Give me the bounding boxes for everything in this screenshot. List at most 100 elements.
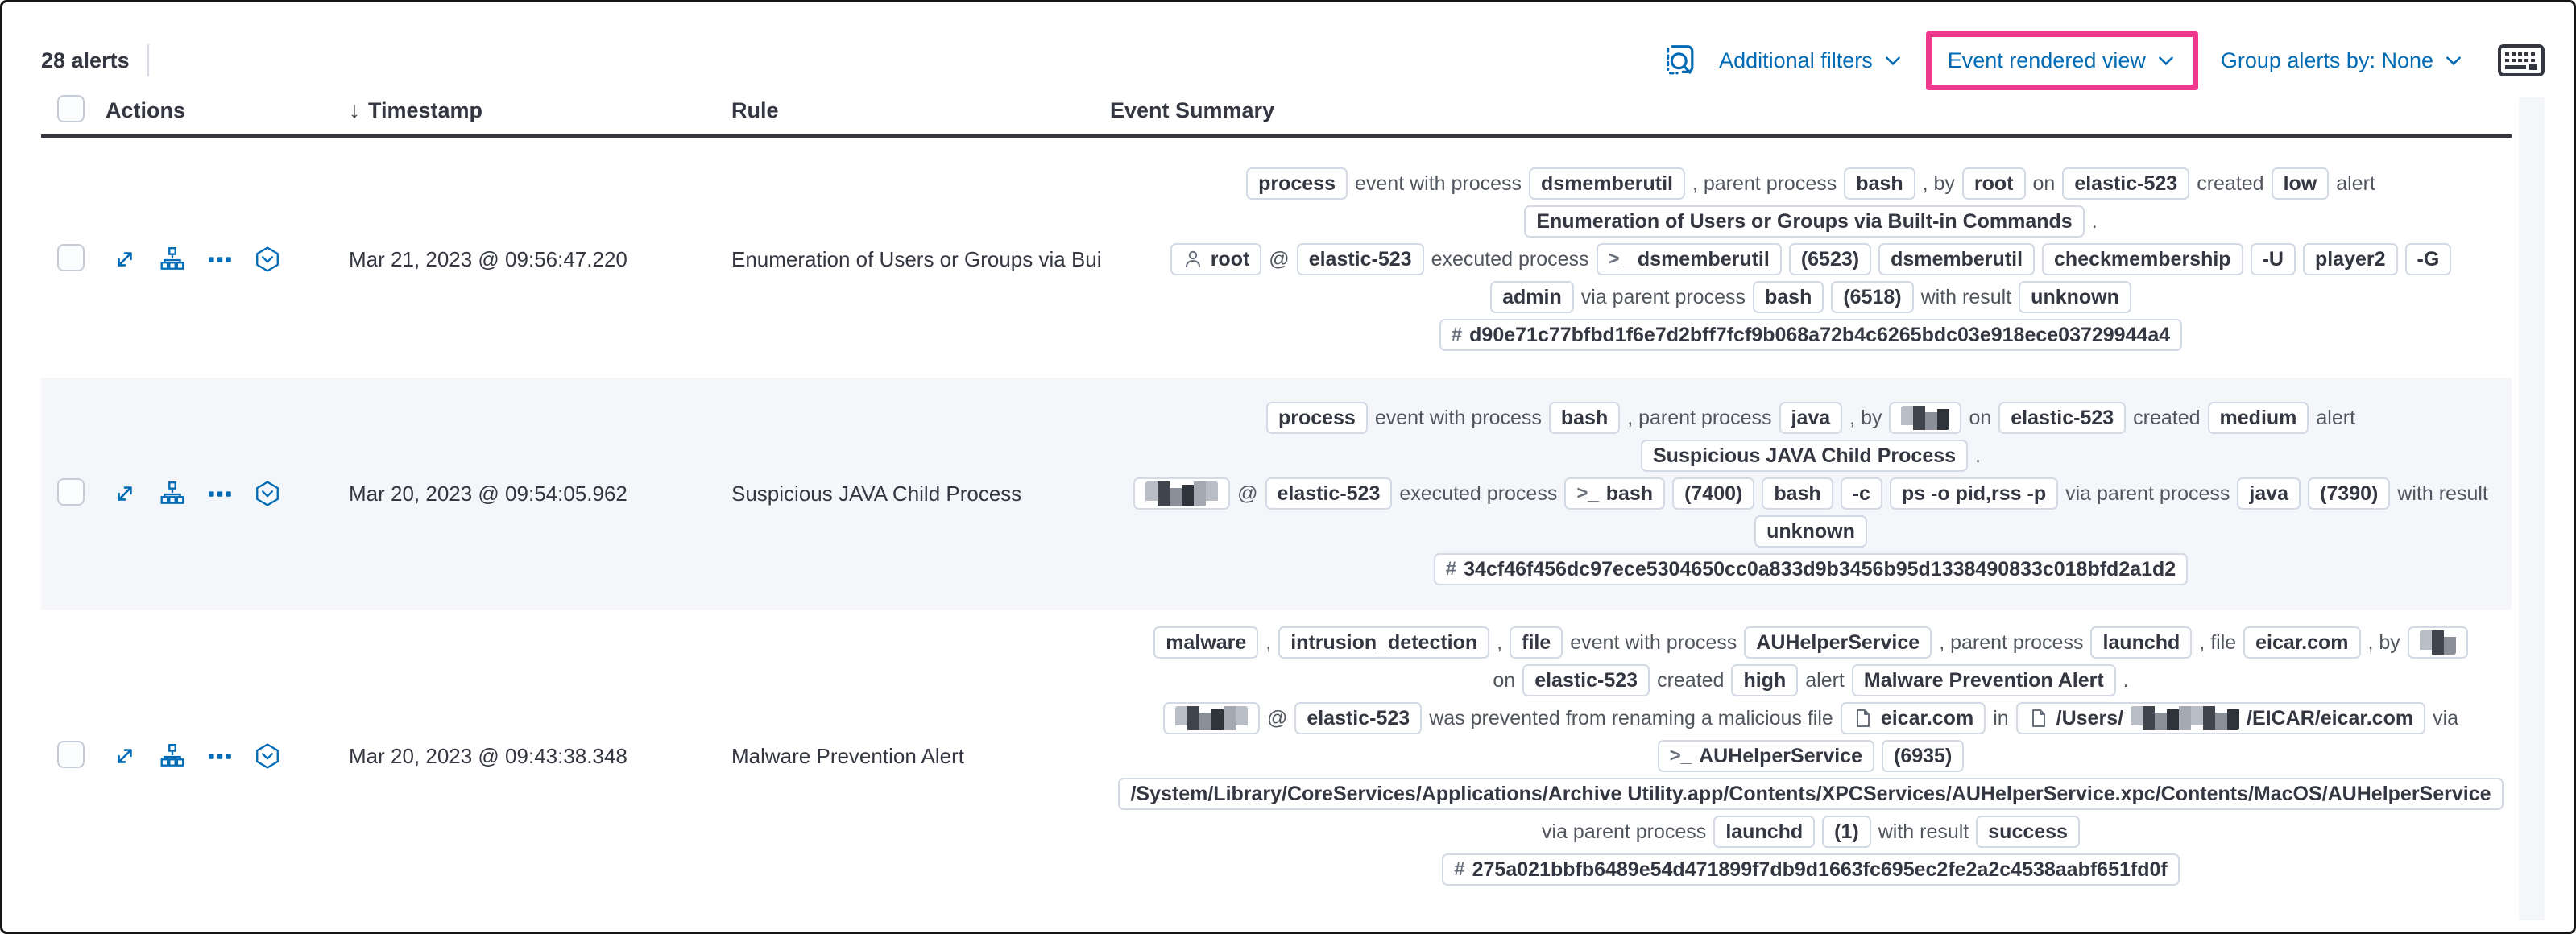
view-selector-button[interactable]: Event rendered view bbox=[1948, 48, 2176, 73]
summary-badge[interactable]: bash bbox=[1548, 402, 1621, 434]
row-checkbox[interactable] bbox=[57, 477, 85, 506]
summary-badge[interactable]: Suspicious JAVA Child Process bbox=[1641, 440, 1969, 472]
inspect-icon[interactable] bbox=[1661, 42, 1698, 79]
summary-badge[interactable]: root bbox=[1961, 167, 2026, 200]
summary-badge[interactable]: elastic-523 bbox=[1296, 243, 1424, 275]
table-header-row: Actions ↓Timestamp Rule Event Summary bbox=[41, 86, 2512, 138]
summary-badge[interactable]: >_AUHelperService bbox=[1657, 740, 1874, 772]
summary-badge[interactable]: #275a021bbfb6489e54d471899f7db9d1663fc69… bbox=[1442, 853, 2180, 886]
summary-text: , parent process bbox=[1939, 630, 2084, 654]
summary-badge[interactable]: (6935) bbox=[1882, 740, 1965, 772]
more-actions-icon[interactable] bbox=[205, 245, 234, 274]
summary-text: on bbox=[1493, 668, 1516, 692]
summary-badge[interactable] bbox=[1889, 402, 1962, 434]
analyze-event-icon[interactable] bbox=[158, 742, 187, 771]
expand-alert-icon[interactable] bbox=[110, 742, 139, 771]
rule-cell[interactable]: Enumeration of Users or Groups via Bui bbox=[731, 246, 1102, 271]
alerts-toolbar: 28 alerts Additional filters Event rend bbox=[41, 30, 2545, 91]
summary-badge[interactable]: root bbox=[1170, 243, 1262, 275]
summary-badge[interactable]: elastic-523 bbox=[1522, 664, 1650, 696]
column-header-timestamp[interactable]: ↓Timestamp bbox=[349, 97, 483, 122]
summary-badge[interactable]: bash bbox=[1753, 281, 1824, 313]
summary-text: with result bbox=[1920, 285, 2012, 308]
summary-badge[interactable]: AUHelperService bbox=[1744, 626, 1932, 659]
summary-badge[interactable]: elastic-523 bbox=[1294, 702, 1423, 734]
hash-icon: # bbox=[1445, 558, 1457, 580]
summary-badge[interactable]: >_bash bbox=[1564, 477, 1666, 510]
summary-badge[interactable] bbox=[2407, 626, 2468, 659]
summary-badge[interactable]: launchd bbox=[1713, 816, 1816, 848]
summary-badge[interactable]: #d90e71c77bfbd1f6e7d2bff7fcf9b068a72b4c6… bbox=[1439, 319, 2183, 351]
rule-cell[interactable]: Suspicious JAVA Child Process bbox=[731, 481, 1022, 506]
summary-badge[interactable] bbox=[1162, 702, 1260, 734]
analyze-event-icon[interactable] bbox=[158, 245, 187, 274]
summary-badge[interactable]: admin bbox=[1490, 281, 1574, 313]
summary-badge[interactable]: low bbox=[2271, 167, 2330, 200]
summary-badge[interactable]: success bbox=[1976, 816, 2080, 848]
more-actions-icon[interactable] bbox=[205, 479, 234, 508]
summary-badge[interactable]: eicar.com bbox=[1840, 702, 1986, 734]
summary-badge[interactable]: (6518) bbox=[1831, 281, 1914, 313]
summary-badge[interactable]: (7400) bbox=[1672, 477, 1755, 510]
summary-badge[interactable]: #34cf46f456dc97ece5304650cc0a833d9b3456b… bbox=[1433, 553, 2189, 585]
row-checkbox[interactable] bbox=[57, 740, 85, 768]
summary-badge[interactable]: elastic-523 bbox=[1265, 477, 1393, 510]
summary-badge[interactable]: unknown bbox=[1754, 515, 1867, 548]
summary-badge[interactable]: java bbox=[2237, 477, 2301, 510]
summary-badge[interactable]: Enumeration of Users or Groups via Built… bbox=[1524, 205, 2085, 238]
analyze-event-icon[interactable] bbox=[158, 479, 187, 508]
summary-badge[interactable]: (6523) bbox=[1788, 243, 1872, 275]
summary-badge[interactable]: high bbox=[1731, 664, 1799, 696]
badge-text: AUHelperService bbox=[1756, 630, 1920, 654]
summary-badge[interactable]: checkmembership bbox=[2042, 243, 2243, 275]
summary-badge[interactable]: -U bbox=[2250, 243, 2296, 275]
summary-badge[interactable]: intrusion_detection bbox=[1278, 626, 1490, 659]
toolbar-divider bbox=[147, 44, 149, 76]
summary-badge[interactable]: bash bbox=[1762, 477, 1833, 510]
session-view-icon[interactable] bbox=[253, 245, 282, 274]
summary-badge[interactable]: process bbox=[1246, 167, 1348, 200]
expand-alert-icon[interactable] bbox=[110, 479, 139, 508]
summary-badge[interactable]: bash bbox=[1844, 167, 1915, 200]
summary-badge[interactable]: player2 bbox=[2302, 243, 2398, 275]
summary-badge[interactable]: Malware Prevention Alert bbox=[1851, 664, 2116, 696]
summary-badge[interactable]: -c bbox=[1840, 477, 1882, 510]
group-alerts-by-button[interactable]: Group alerts by: None bbox=[2221, 48, 2464, 73]
summary-badge[interactable]: malware bbox=[1153, 626, 1259, 659]
summary-badge[interactable]: dsmemberutil bbox=[1878, 243, 2036, 275]
summary-badge[interactable]: /Users//EICAR/eicar.com bbox=[2015, 702, 2426, 734]
summary-badge[interactable]: (1) bbox=[1822, 816, 1871, 848]
summary-badge[interactable]: ps -o pid,rss -p bbox=[1889, 477, 2059, 510]
session-view-icon[interactable] bbox=[253, 479, 282, 508]
summary-badge[interactable]: elastic-523 bbox=[2062, 167, 2190, 200]
summary-badge[interactable]: eicar.com bbox=[2243, 626, 2361, 659]
additional-filters-button[interactable]: Additional filters bbox=[1719, 48, 1903, 73]
summary-badge[interactable]: dsmemberutil bbox=[1529, 167, 1685, 200]
summary-badge[interactable]: -G bbox=[2404, 243, 2452, 275]
summary-badge[interactable]: java bbox=[1779, 402, 1843, 434]
keyboard-shortcuts-icon[interactable] bbox=[2498, 43, 2545, 78]
summary-badge[interactable]: unknown bbox=[2019, 281, 2131, 313]
summary-badge[interactable]: process bbox=[1265, 402, 1368, 434]
summary-badge[interactable]: >_dsmemberutil bbox=[1596, 243, 1782, 275]
badge-text: elastic-523 bbox=[2011, 406, 2114, 429]
summary-badge[interactable]: (7390) bbox=[2308, 477, 2391, 510]
summary-badge[interactable]: /System/Library/CoreServices/Application… bbox=[1118, 778, 2504, 810]
summary-badge[interactable]: file bbox=[1510, 626, 1563, 659]
summary-badge[interactable] bbox=[1133, 477, 1231, 510]
summary-badge[interactable]: medium bbox=[2207, 402, 2309, 434]
select-all-checkbox[interactable] bbox=[57, 94, 85, 122]
column-header-rule[interactable]: Rule bbox=[731, 97, 779, 122]
summary-text: event with process bbox=[1354, 172, 1522, 195]
row-checkbox[interactable] bbox=[57, 243, 85, 271]
expand-alert-icon[interactable] bbox=[110, 245, 139, 274]
summary-badge[interactable]: launchd bbox=[2090, 626, 2193, 659]
badge-text: checkmembership bbox=[2054, 247, 2231, 271]
rule-cell[interactable]: Malware Prevention Alert bbox=[731, 743, 965, 768]
summary-badge[interactable]: elastic-523 bbox=[1998, 402, 2127, 434]
more-actions-icon[interactable] bbox=[205, 742, 234, 771]
column-header-event-summary: Event Summary bbox=[1110, 97, 1275, 122]
session-view-icon[interactable] bbox=[253, 742, 282, 771]
vertical-scrollbar[interactable] bbox=[2519, 97, 2545, 920]
